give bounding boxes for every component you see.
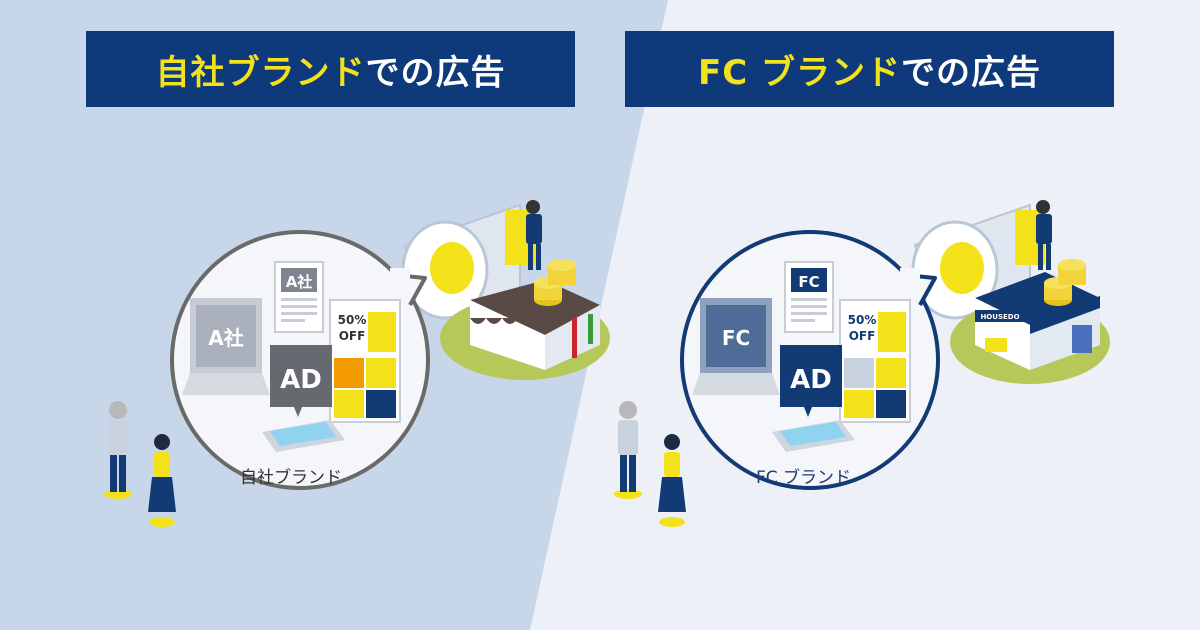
own-shop [440, 280, 610, 380]
ad-sign: AD [780, 345, 842, 417]
own-brand-title-rest: での広告 [365, 52, 506, 93]
fc-brand-bubble-label: FC ブランド [756, 468, 852, 488]
flyer-text: FC [798, 273, 819, 291]
sale-line1: 50% [338, 313, 367, 327]
sale-line2: OFF [339, 329, 366, 343]
laptop-text: FC [722, 326, 750, 350]
fc-brand-ad-title: FC ブランドでの広告 [625, 31, 1114, 107]
fc-brand-title-rest: での広告 [901, 52, 1041, 93]
coin-stack-icon [534, 259, 576, 306]
flyer-text: A社 [286, 273, 313, 291]
fc-brand-title-highlight: FC ブランド [697, 52, 901, 93]
people-listening [104, 401, 176, 527]
speaker-person [1036, 200, 1052, 270]
smartphone-icon [772, 420, 855, 452]
laptop-icon: FC [692, 298, 780, 395]
ad-sign: AD [270, 345, 332, 417]
megaphone-icon [911, 203, 1045, 320]
own-brand-bubble-label: 自社ブランド [240, 468, 342, 488]
sale-line2: OFF [849, 329, 876, 343]
laptop-text: A社 [208, 326, 243, 350]
own-brand-ad-title: 自社ブランドでの広告 [86, 31, 575, 107]
ad-text: AD [280, 365, 322, 395]
people-listening [614, 401, 686, 527]
own-brand-title-highlight: 自社ブランド [155, 52, 366, 93]
smartphone-icon [262, 420, 345, 452]
coin-stack-icon [1044, 259, 1086, 306]
sale-board: 50% OFF [329, 299, 401, 423]
sale-line1: 50% [848, 313, 877, 327]
flyer-icon: A社 [274, 261, 324, 333]
ad-text: AD [790, 365, 832, 395]
sale-board: 50% OFF [839, 299, 911, 423]
shop-sign-text: HOUSEDO [980, 313, 1019, 321]
speaker-person [526, 200, 542, 270]
flyer-icon: FC [784, 261, 834, 333]
laptop-icon: A社 [182, 298, 270, 395]
